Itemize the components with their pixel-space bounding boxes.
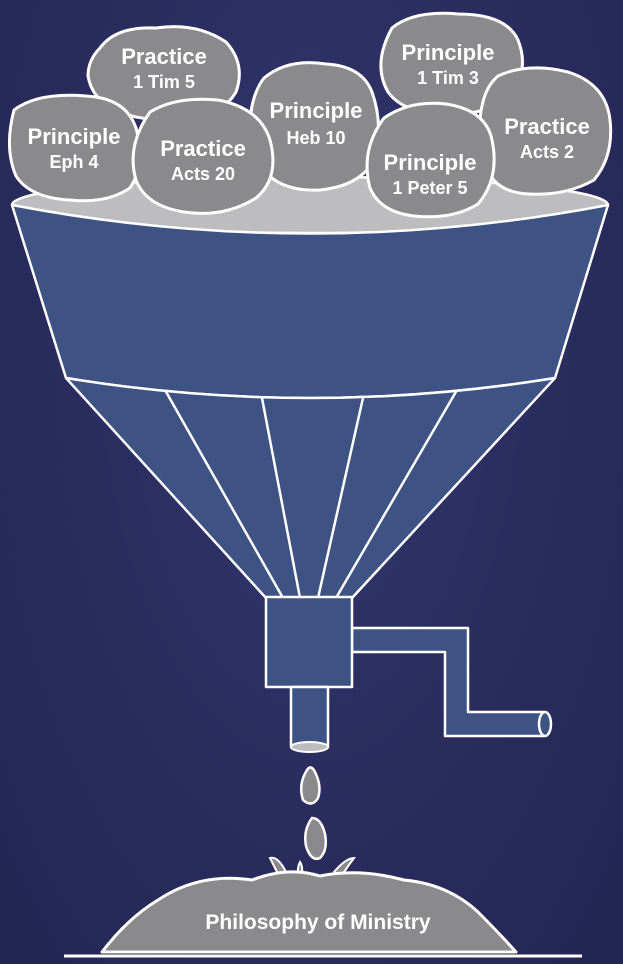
rock-title: Principle bbox=[28, 124, 121, 149]
rock-6: Practice Acts 20 bbox=[133, 99, 273, 213]
rock-ref: Acts 2 bbox=[520, 142, 574, 162]
funnel-spout bbox=[291, 687, 328, 747]
rock-title: Practice bbox=[160, 136, 246, 161]
rock-7: Principle 1 Peter 5 bbox=[367, 103, 494, 217]
falling-drop-2 bbox=[305, 818, 326, 859]
rock-ref: Eph 4 bbox=[49, 152, 98, 172]
rock-title: Practice bbox=[121, 44, 207, 69]
funnel-cone bbox=[66, 378, 555, 598]
grinder-box bbox=[266, 597, 352, 687]
falling-drop-1 bbox=[301, 767, 319, 803]
rock-5: Principle Eph 4 bbox=[9, 95, 139, 201]
crank-handle bbox=[352, 628, 544, 736]
funnel-bowl bbox=[12, 205, 608, 398]
rock-ref: 1 Tim 3 bbox=[417, 68, 479, 88]
rock-ref: Heb 10 bbox=[286, 128, 345, 148]
rock-title: Principle bbox=[402, 40, 495, 65]
output-label: Philosophy of Ministry bbox=[205, 911, 430, 934]
rock-4: Practice Acts 2 bbox=[480, 68, 611, 194]
spout-opening bbox=[291, 742, 328, 752]
rock-ref: 1 Peter 5 bbox=[392, 178, 467, 198]
rock-title: Principle bbox=[270, 98, 363, 123]
crank-knob bbox=[539, 712, 551, 736]
rock-title: Principle bbox=[384, 150, 477, 175]
rock-ref: Acts 20 bbox=[171, 164, 235, 184]
rock-ref: 1 Tim 5 bbox=[133, 72, 195, 92]
rock-title: Practice bbox=[504, 114, 590, 139]
